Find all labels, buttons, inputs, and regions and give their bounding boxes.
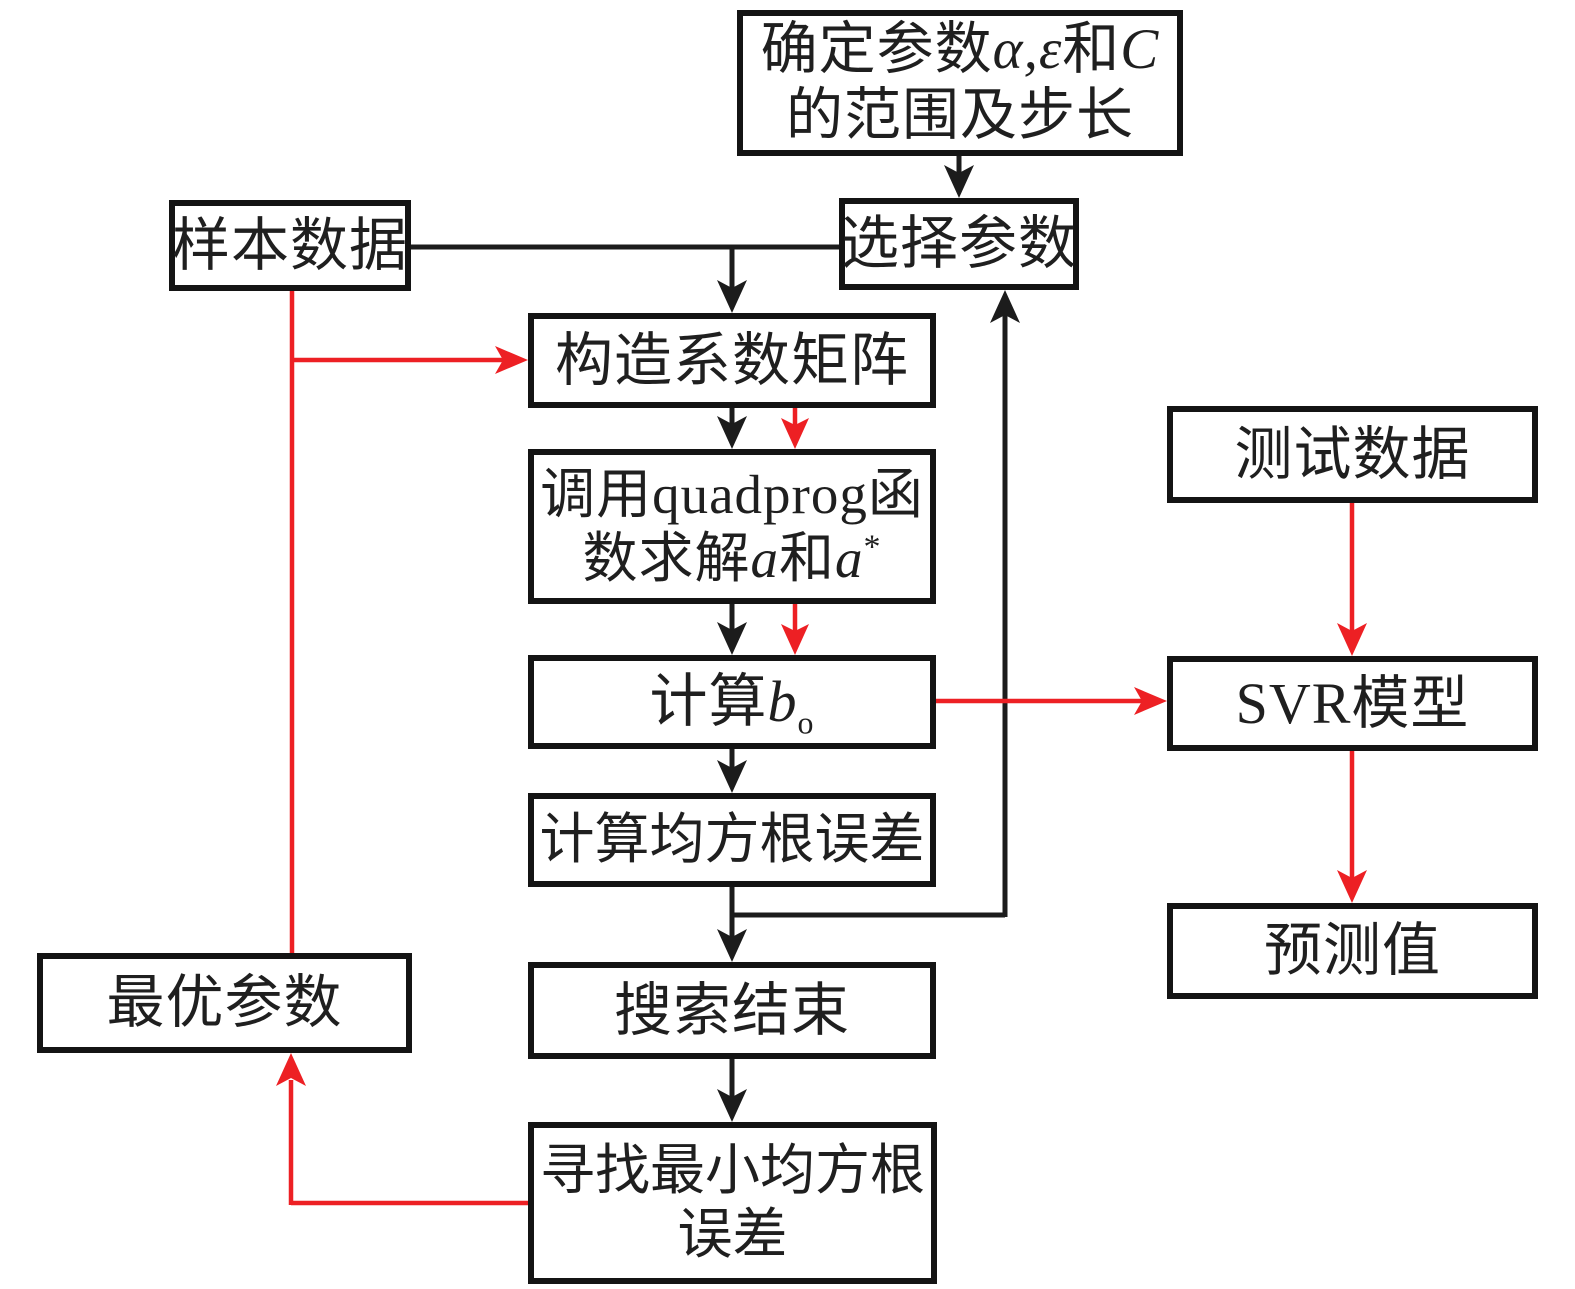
node-search-end: 搜索结束 — [528, 962, 936, 1059]
node-construct-matrix: 构造系数矩阵 — [528, 313, 936, 408]
node-label: 测试数据 — [1234, 421, 1471, 487]
node-select-params: 选择参数 — [839, 198, 1079, 290]
node-label: 构造系数矩阵 — [554, 327, 909, 393]
edge-test-to-svr-arrowhead — [1337, 623, 1367, 656]
node-compute-rmse: 计算均方根误差 — [528, 793, 936, 887]
edge-searchend-to-findmin-arrowhead — [717, 1089, 747, 1122]
edge-construct-to-quadprog-red-arrowhead — [781, 418, 809, 449]
edge-svr-to-predict-arrowhead — [1337, 870, 1367, 903]
node-predicted-value: 预测值 — [1167, 903, 1538, 999]
edge-findmin-to-optimal-arrowhead — [276, 1053, 306, 1086]
edge-red-to-construct-arrowhead — [495, 346, 528, 374]
edge-construct-to-quadprog-arrowhead — [717, 416, 747, 449]
node-determine-params-line2: 的范围及步长 — [786, 84, 1134, 147]
edge-b0-to-svr-arrowhead — [1134, 687, 1167, 715]
node-quadprog-line1: 调用quadprog函 — [540, 463, 924, 525]
node-find-min-rmse-line1: 寻找最小均方根 — [539, 1140, 925, 1202]
node-sample-data: 样本数据 — [169, 200, 411, 291]
edge-feedback-to-select-arrowhead — [990, 290, 1020, 323]
node-compute-b0: 计算bo — [528, 655, 936, 749]
node-label: SVR模型 — [1235, 670, 1470, 736]
node-determine-params-line1: 确定参数α,ε和C — [760, 17, 1160, 81]
node-optimal-params: 最优参数 — [37, 953, 412, 1053]
node-label: 选择参数 — [841, 211, 1078, 277]
node-find-min-rmse: 寻找最小均方根 误差 — [528, 1122, 937, 1284]
node-determine-params: 确定参数α,ε和C 的范围及步长 — [737, 10, 1183, 156]
node-find-min-rmse-line2: 误差 — [677, 1204, 788, 1265]
node-svr-model: SVR模型 — [1167, 656, 1538, 751]
node-label: 计算bo — [649, 669, 815, 741]
edge-b0-to-rmse-arrowhead — [717, 760, 747, 793]
edge-determine-to-select-arrowhead — [944, 165, 974, 198]
edge-rmse-to-searchend-arrowhead — [717, 929, 747, 962]
node-quadprog: 调用quadprog函 数求解a和a* — [528, 449, 936, 604]
edge-quadprog-to-b0-red-arrowhead — [781, 624, 809, 655]
node-label: 最优参数 — [106, 970, 343, 1036]
edge-junction-to-construct-arrowhead — [717, 280, 747, 313]
node-quadprog-line2: 数求解a和a* — [582, 527, 882, 589]
edge-quadprog-to-b0-arrowhead — [717, 622, 747, 655]
node-label: 样本数据 — [172, 212, 409, 278]
node-label: 搜索结束 — [613, 977, 850, 1043]
node-label: 预测值 — [1263, 918, 1441, 984]
node-test-data: 测试数据 — [1167, 406, 1538, 503]
node-label: 计算均方根误差 — [539, 809, 925, 871]
